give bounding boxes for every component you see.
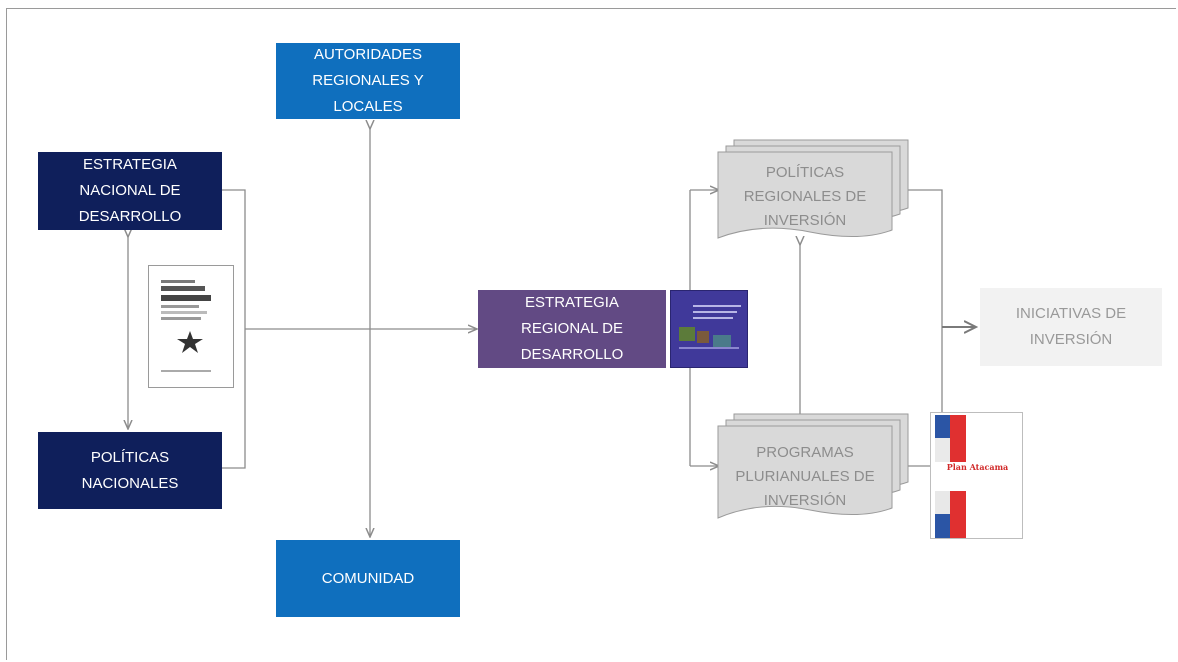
programs-doc-stack [717, 413, 909, 519]
plan-atacama-cover-image: Plan Atacama [930, 412, 1023, 539]
regional-strategy-cover-image [670, 290, 748, 368]
programs-label: PROGRAMAS PLURIANUALES DE INVERSIÓN [735, 444, 875, 509]
authorities-box: AUTORIDADES REGIONALES Y LOCALES [276, 43, 460, 119]
national-strategy-box: ESTRATEGIA NACIONAL DE DESARROLLO [38, 152, 222, 230]
chile-flag-icon [935, 415, 966, 462]
initiatives-box: INICIATIVAS DE INVERSIÓN [980, 288, 1162, 366]
star-icon [177, 331, 203, 353]
regional-strategy-box: ESTRATEGIA REGIONAL DE DESARROLLO [478, 290, 666, 368]
regional-policies-doc-stack [717, 139, 909, 239]
regional-policies-label: POLÍTICAS REGIONALES DE INVERSIÓN [743, 164, 867, 229]
government-program-cover-image [148, 265, 234, 388]
diagram-frame [6, 8, 1176, 660]
community-box: COMUNIDAD [276, 540, 460, 617]
chile-flag-icon [935, 491, 966, 538]
plan-atacama-label: Plan Atacama [946, 462, 1009, 472]
national-policies-box: POLÍTICAS NACIONALES [38, 432, 222, 509]
